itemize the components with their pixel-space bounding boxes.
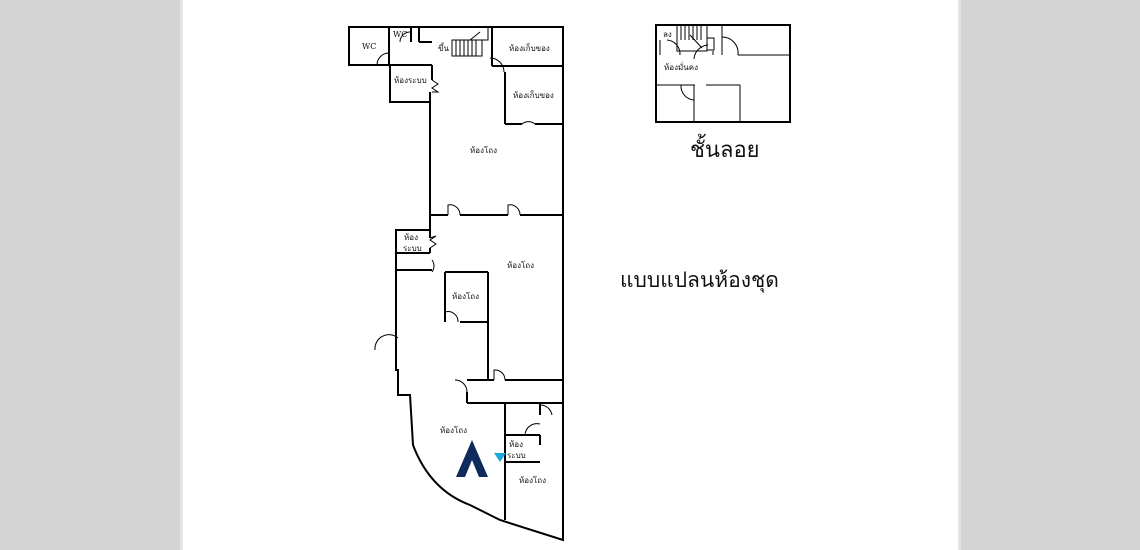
room-label-storage: ห้องเก็บของ — [509, 43, 550, 53]
room-label-hall: ห้องโถง — [519, 475, 546, 485]
main-floor-walls — [348, 26, 564, 542]
room-label-hall: ห้องโถง — [470, 145, 497, 155]
logo-a-mark-icon — [456, 440, 488, 477]
room-label-hall: ห้องโถง — [440, 425, 467, 435]
room-label-hall: ห้องโถง — [507, 260, 534, 270]
stair-up-label: ขึ้น — [438, 42, 449, 53]
room-label-storage: ห้องเก็บของ — [513, 90, 554, 100]
room-label-safe-room: ห้องมั่นคง — [664, 61, 698, 72]
page-title: แบบแปลนห้องชุด — [620, 268, 779, 292]
mezzanine-interior — [656, 24, 790, 122]
right-gray-margin — [958, 0, 1140, 550]
room-label-system: ห้องระบบ — [394, 76, 427, 85]
logo-triangle-icon — [494, 453, 506, 462]
main-floor-labels: WC WC ขึ้น ห้องเก็บของ ห้องเก็บของ ห้องร… — [362, 30, 554, 485]
floorplan-page — [183, 0, 958, 550]
room-label-system: ระบบ — [507, 451, 526, 460]
room-label-system: ห้อง — [509, 440, 523, 449]
mezzanine-caption: ชั้นลอย — [690, 138, 760, 163]
room-label-wc: WC — [362, 42, 376, 51]
stair-down-label: ลง — [663, 30, 672, 39]
room-label-hall: ห้องโถง — [452, 291, 479, 301]
left-gray-margin — [0, 0, 183, 550]
room-label-wc: WC — [393, 30, 407, 39]
room-label-system: ห้อง — [404, 233, 418, 242]
main-stairs — [451, 28, 489, 57]
room-label-system: ระบบ — [403, 244, 422, 253]
mezzanine-labels: ลง ห้องมั่นคง — [663, 30, 698, 72]
watermark-logo — [456, 440, 506, 477]
mezzanine-walls — [655, 24, 791, 123]
door-swings — [374, 31, 553, 436]
